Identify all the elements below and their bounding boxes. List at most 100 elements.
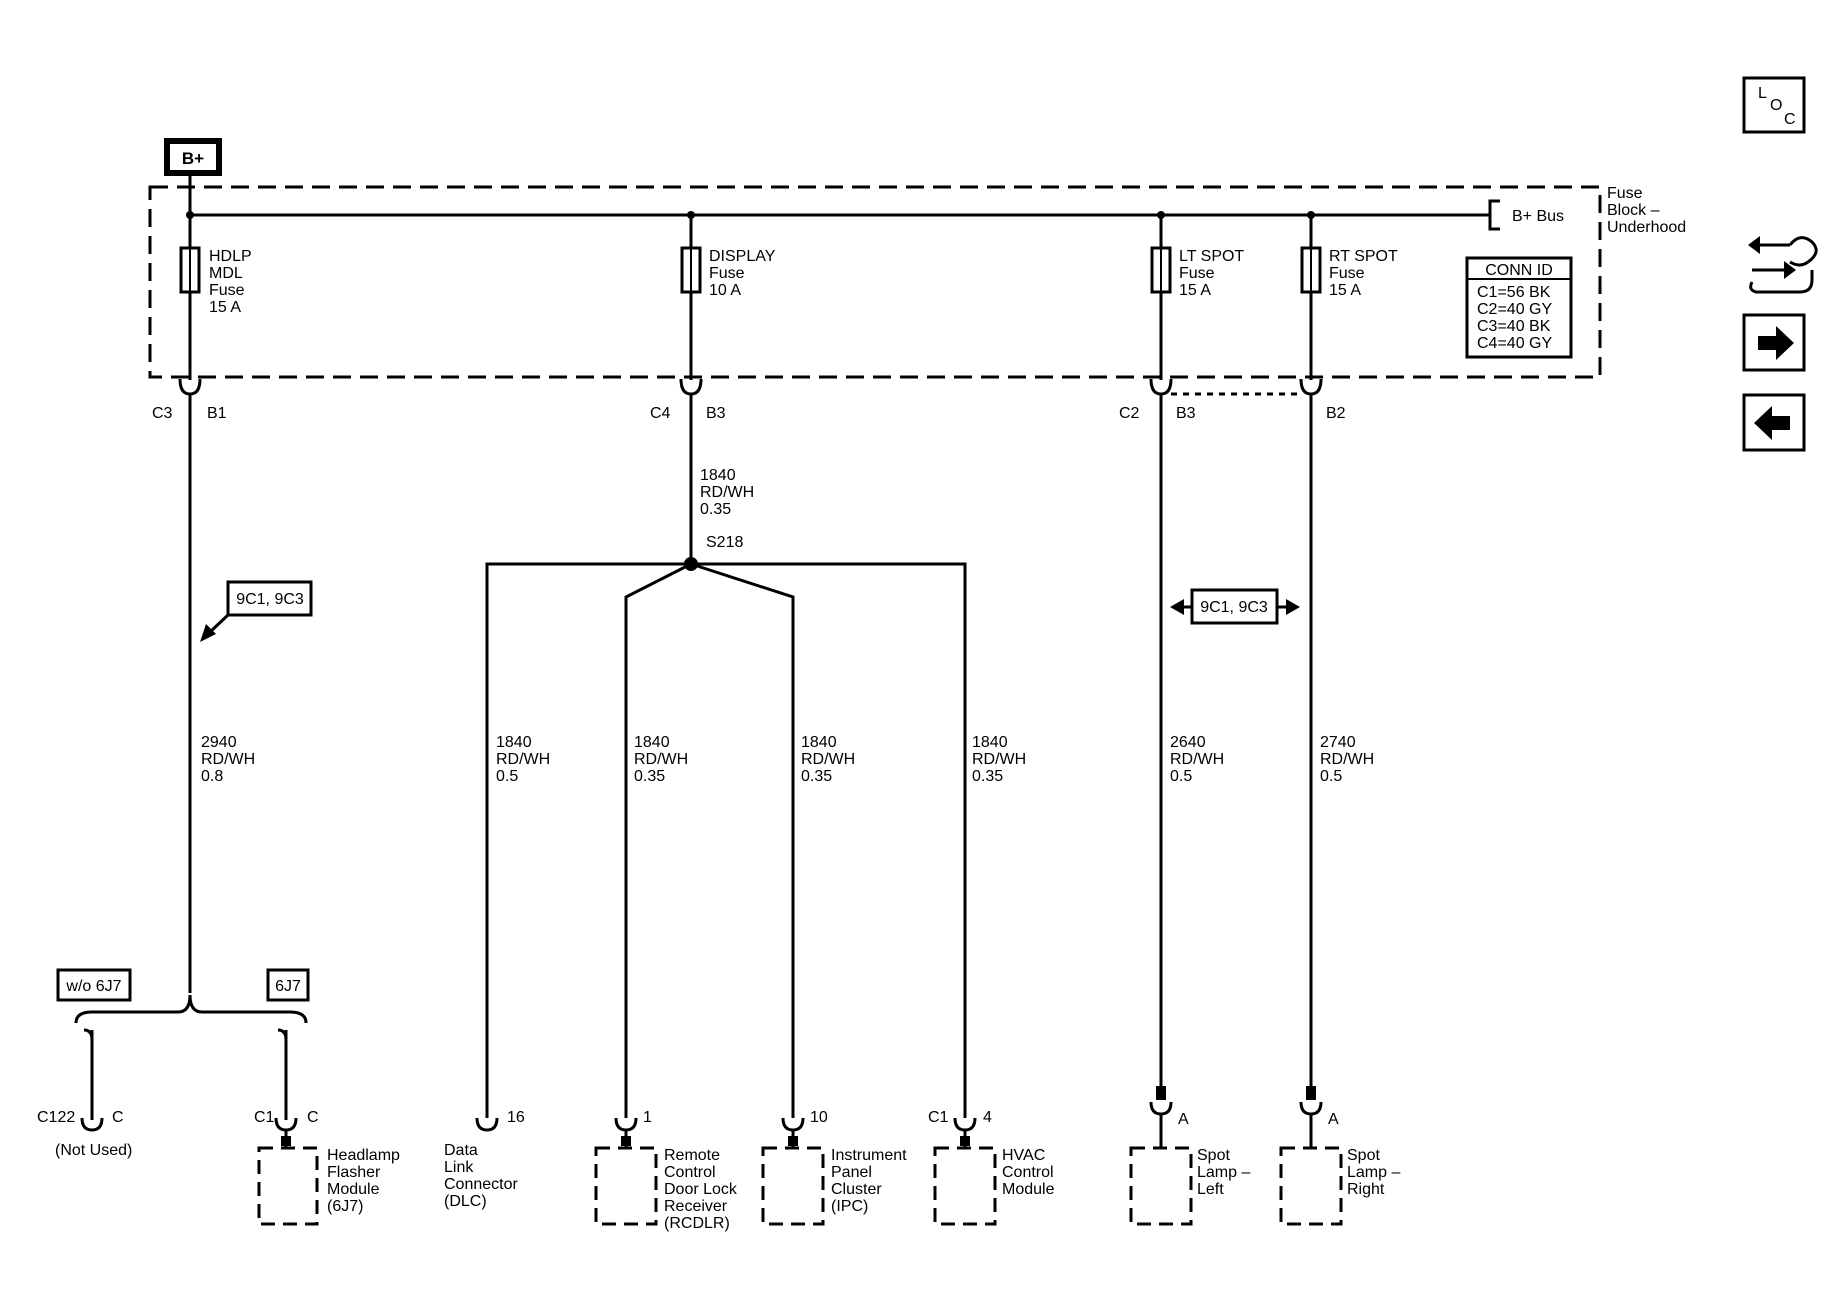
component-label: Link xyxy=(444,1159,474,1176)
connector-pin: B1 xyxy=(207,405,227,422)
fuse-label: Fuse xyxy=(709,265,745,282)
connector-id: C1 xyxy=(254,1109,275,1126)
wire-label: 0.5 xyxy=(496,768,518,785)
previous-page-button[interactable] xyxy=(1742,393,1806,452)
components: Headlamp Flasher Module (6J7) Data Link … xyxy=(257,1142,1400,1232)
fuse-label: DISPLAY xyxy=(709,248,776,265)
wire-label: 1840 xyxy=(496,734,532,751)
conn-id-row: C1=56 BK xyxy=(1477,284,1551,301)
fuse-label: Fuse xyxy=(1179,265,1215,282)
conn-id-row: C3=40 BK xyxy=(1477,318,1551,335)
wire-label: 0.35 xyxy=(634,768,665,785)
wire-label: 1840 xyxy=(634,734,670,751)
wire-label: 1840 xyxy=(801,734,837,751)
component-label: Panel xyxy=(831,1164,872,1181)
fuse-block-outline xyxy=(148,185,1602,379)
component-label: Data xyxy=(444,1142,478,1159)
conn-id-title: CONN ID xyxy=(1485,262,1553,279)
wire-label: RD/WH xyxy=(634,751,688,768)
display-circuit: 1840 RD/WH 0.35 S218 xyxy=(485,394,967,1118)
wire-label: 1840 xyxy=(700,467,736,484)
display-branch-labels: 1840 RD/WH 0.5 1840 RD/WH 0.35 1840 RD/W… xyxy=(496,734,1026,785)
fuse-display: DISPLAY Fuse 10 A xyxy=(680,215,776,380)
b-plus-bus: B+ Bus xyxy=(190,199,1564,231)
fuse-label: 15 A xyxy=(1179,282,1211,299)
fuse-block-label-line: Fuse xyxy=(1607,185,1643,202)
wire-label: RD/WH xyxy=(1170,751,1224,768)
component-label: Control xyxy=(664,1164,716,1181)
arrow-left-icon xyxy=(1754,406,1790,440)
bottom-connectors: C122 C (Not Used) C1 C 16 1 10 C1 4 A xyxy=(37,1086,1339,1159)
wire-label: RD/WH xyxy=(1320,751,1374,768)
loc-button[interactable]: L O C xyxy=(1742,76,1806,134)
fuse-label: RT SPOT xyxy=(1329,248,1398,265)
component-label: (RCDLR) xyxy=(664,1215,730,1232)
wire-label: 0.8 xyxy=(201,768,223,785)
option-tag-without-6j7 xyxy=(56,968,132,1002)
component-label: Left xyxy=(1197,1181,1224,1198)
fuse-label: MDL xyxy=(209,265,243,282)
fuse-block-label-line: Underhood xyxy=(1607,219,1686,236)
connector-pin: B3 xyxy=(1176,405,1196,422)
connector-id: C122 xyxy=(37,1109,75,1126)
fuse-lt-spot: LT SPOT Fuse 15 A xyxy=(1150,215,1244,380)
option-tag-6j7 xyxy=(266,968,310,1002)
wire-label: 0.35 xyxy=(700,501,731,518)
component-label: Flasher xyxy=(327,1164,381,1181)
wire-label: 1840 xyxy=(972,734,1008,751)
b-plus-bus-label: B+ Bus xyxy=(1512,208,1564,225)
fuse-block-label: Fuse Block – Underhood xyxy=(1607,185,1686,236)
wire-label: RD/WH xyxy=(972,751,1026,768)
loc-letter: C xyxy=(1784,111,1796,128)
fuse-label: LT SPOT xyxy=(1179,248,1244,265)
component-label: Cluster xyxy=(831,1181,882,1198)
component-label: (DLC) xyxy=(444,1193,487,1210)
wire-label: 0.5 xyxy=(1170,768,1192,785)
spot-lamp-circuits: 9C1, 9C3 2640 RD/WH 0.5 2740 RD/WH 0.5 xyxy=(1159,394,1374,1090)
connector-end-view-icon[interactable] xyxy=(1748,236,1818,294)
connector-id: C4 xyxy=(650,405,671,422)
wire-label: 0.5 xyxy=(1320,768,1342,785)
connector-pin: 1 xyxy=(643,1109,652,1126)
component-label: Spot xyxy=(1197,1147,1230,1164)
loc-letter: L xyxy=(1758,85,1767,102)
component-label: Receiver xyxy=(664,1198,728,1215)
component-label: HVAC xyxy=(1002,1147,1045,1164)
cross-ref-label: 9C1, 9C3 xyxy=(1200,599,1268,616)
connector-pin: B3 xyxy=(706,405,726,422)
arrow-right-icon xyxy=(1758,326,1794,360)
wire-label: RD/WH xyxy=(801,751,855,768)
wire-label: RD/WH xyxy=(496,751,550,768)
connector-id: C3 xyxy=(152,405,173,422)
fuse-block-connectors: C3 B1 C4 B3 C2 B3 B2 xyxy=(152,378,1346,422)
component-label: Remote xyxy=(664,1147,720,1164)
connector-id: C2 xyxy=(1119,405,1140,422)
conn-id-table: CONN ID C1=56 BK C2=40 GY C3=40 BK C4=40… xyxy=(1465,256,1573,359)
fuse-label: HDLP xyxy=(209,248,252,265)
connector-pin: C xyxy=(112,1109,124,1126)
connector-pin: C xyxy=(307,1109,319,1126)
wire-label: 0.35 xyxy=(972,768,1003,785)
component-label: Module xyxy=(1002,1181,1055,1198)
not-used-label: (Not Used) xyxy=(55,1142,132,1159)
b-plus-source: B+ xyxy=(164,138,222,219)
fuse-rt-spot: RT SPOT Fuse 15 A xyxy=(1300,215,1398,380)
fuse-label: Fuse xyxy=(209,282,245,299)
option-label: 6J7 xyxy=(275,978,301,995)
connector-pin: A xyxy=(1328,1111,1339,1128)
connector-pin: A xyxy=(1178,1111,1189,1128)
connector-pin: 16 xyxy=(507,1109,525,1126)
fuse-block-label-line: Block – xyxy=(1607,202,1660,219)
component-label: Connector xyxy=(444,1176,518,1193)
component-label: Lamp – xyxy=(1197,1164,1250,1181)
loc-letter: O xyxy=(1770,97,1782,114)
connector-pin: B2 xyxy=(1326,405,1346,422)
fuse-label: 10 A xyxy=(709,282,741,299)
component-label: (6J7) xyxy=(327,1198,363,1215)
connector-pin: 4 xyxy=(983,1109,992,1126)
component-label: (IPC) xyxy=(831,1198,868,1215)
component-label: Right xyxy=(1347,1181,1385,1198)
component-label: Headlamp xyxy=(327,1147,400,1164)
next-page-button[interactable] xyxy=(1742,313,1806,372)
